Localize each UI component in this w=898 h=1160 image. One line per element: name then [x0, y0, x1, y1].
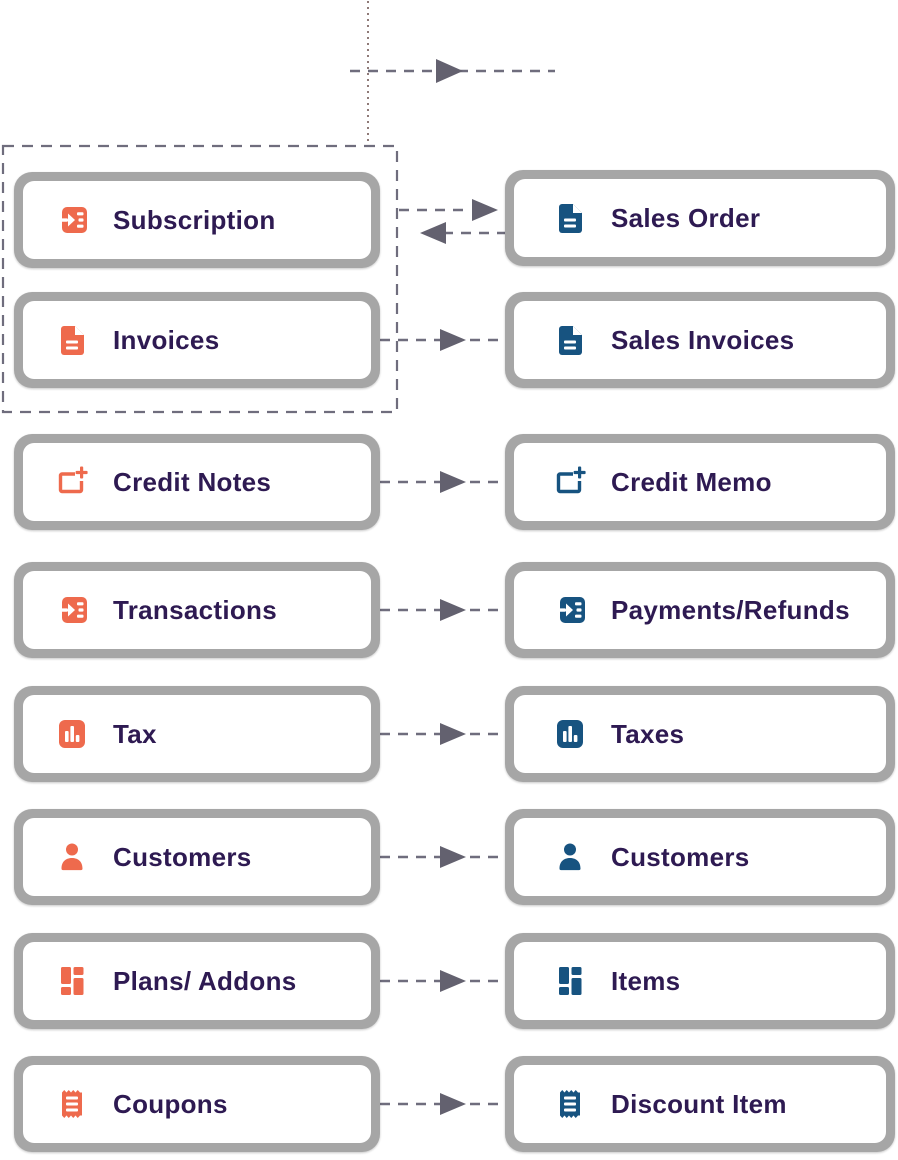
connector-row-1-right: [399, 199, 498, 221]
entity-label: Subscription: [113, 204, 276, 235]
entity-box-subscription: Subscription: [14, 172, 380, 268]
entity-label: Payments/Refunds: [611, 594, 850, 625]
document-icon: [552, 324, 588, 356]
connector-row-2: [380, 329, 505, 351]
connector-row-6: [380, 846, 505, 868]
entity-label: Tax: [113, 718, 157, 749]
connector-row-8: [380, 1093, 505, 1115]
entity-box-discount-item: Discount Item: [505, 1056, 895, 1152]
connector-row-3: [380, 471, 505, 493]
connector-row-1-left: [420, 222, 505, 244]
connector-row-7: [380, 970, 505, 992]
arrow-into-list-icon: [552, 594, 588, 626]
entity-box-sales-order: Sales Order: [505, 170, 895, 266]
entity-box-taxes: Taxes: [505, 686, 895, 782]
entity-box-customers-left: Customers: [14, 809, 380, 905]
grid-blocks-icon: [54, 965, 90, 997]
entity-label: Credit Memo: [611, 466, 772, 497]
entity-box-credit-notes: Credit Notes: [14, 434, 380, 530]
entity-label: Transactions: [113, 594, 277, 625]
credit-note-plus-icon: [552, 466, 588, 498]
connector-row-5: [380, 723, 505, 745]
entity-box-coupons: Coupons: [14, 1056, 380, 1152]
entity-label: Customers: [113, 841, 252, 872]
arrow-into-list-icon: [54, 594, 90, 626]
entity-box-sales-invoices: Sales Invoices: [505, 292, 895, 388]
arrow-into-list-icon: [54, 204, 90, 236]
person-icon: [54, 841, 90, 873]
ticket-icon: [54, 1088, 90, 1120]
credit-note-plus-icon: [54, 466, 90, 498]
entity-box-customers-right: Customers: [505, 809, 895, 905]
entity-label: Customers: [611, 841, 750, 872]
entity-box-invoices: Invoices: [14, 292, 380, 388]
document-icon: [54, 324, 90, 356]
entity-label: Taxes: [611, 718, 685, 749]
entity-box-payments-refunds: Payments/Refunds: [505, 562, 895, 658]
grid-blocks-icon: [552, 965, 588, 997]
entity-label: Discount Item: [611, 1088, 787, 1119]
person-icon: [552, 841, 588, 873]
entity-label: Plans/ Addons: [113, 965, 297, 996]
entity-box-items: Items: [505, 933, 895, 1029]
entity-label: Coupons: [113, 1088, 228, 1119]
connector-row-4: [380, 599, 505, 621]
entity-label: Sales Invoices: [611, 324, 795, 355]
document-icon: [552, 202, 588, 234]
entity-label: Invoices: [113, 324, 220, 355]
entity-label: Credit Notes: [113, 466, 272, 497]
entity-box-credit-memo: Credit Memo: [505, 434, 895, 530]
entity-label: Sales Order: [611, 202, 761, 233]
ticket-icon: [552, 1088, 588, 1120]
entity-box-transactions: Transactions: [14, 562, 380, 658]
entity-box-tax: Tax: [14, 686, 380, 782]
entity-label: Items: [611, 965, 681, 996]
bar-chart-icon: [552, 718, 588, 750]
entity-box-plans-addons: Plans/ Addons: [14, 933, 380, 1029]
top-connector-arrow: [350, 59, 555, 83]
bar-chart-icon: [54, 718, 90, 750]
